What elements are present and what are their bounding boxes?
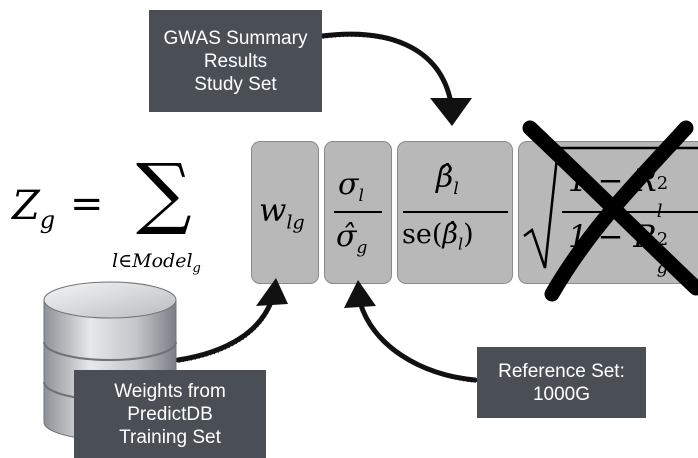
r2-den-sub: g — [656, 257, 669, 278]
sigma-numerator: σl — [338, 167, 364, 206]
weight-term: wlg — [259, 191, 305, 233]
weights-line-2: PredictDB — [127, 403, 213, 425]
weights-line-3: Training Set — [119, 426, 221, 448]
weight-subscript: lg — [286, 211, 305, 234]
reference-line-2: 1000G — [532, 383, 591, 405]
sum-index: l∈Modelg — [112, 250, 201, 276]
beta-numerator: β̂l — [436, 160, 459, 199]
reference-callout: Reference Set: 1000G — [477, 347, 646, 418]
sqrt-sign — [523, 146, 698, 269]
weights-callout: Weights from PredictDB Training Set — [74, 370, 266, 458]
beta-den-sub: l — [457, 234, 464, 254]
sigma-den-var: σ̂ — [336, 219, 357, 254]
arrow-reference-to-sigma — [344, 280, 478, 383]
weights-line-1: Weights from — [114, 380, 226, 402]
weight-term-box — [251, 141, 319, 284]
beta-den-prefix: se( — [402, 219, 443, 250]
gwas-line-1: GWAS Summary — [163, 27, 308, 49]
reference-line-1: Reference Set: — [498, 360, 625, 382]
sigma-num-sub: l — [358, 186, 364, 206]
sum-index-subscript: g — [192, 260, 201, 276]
r2-den-sup: 2 — [656, 229, 669, 250]
r2-num-sup: 2 — [656, 173, 669, 194]
sigma-denominator: σ̂g — [336, 219, 367, 258]
gwas-callout: GWAS Summary Results Study Set — [149, 10, 322, 112]
beta-den-suffix: ) — [463, 219, 474, 250]
beta-denominator: se(β̂l) — [402, 219, 474, 253]
cross-out-mark — [522, 120, 698, 302]
arrow-weights-to-w — [175, 278, 288, 363]
beta-num-sub: l — [453, 179, 459, 199]
sum-symbol: ∑ — [136, 148, 192, 238]
sigma-num-var: σ — [338, 167, 359, 202]
sum-index-label: l∈Model — [112, 250, 193, 272]
gwas-line-2: Results — [203, 50, 268, 72]
beta-num-var: β̂ — [436, 160, 454, 195]
z-subscript: g — [39, 206, 56, 234]
beta-den-var: β̂ — [442, 219, 458, 250]
equals-sign: = — [70, 181, 104, 227]
formula-lhs: Zg — [12, 183, 55, 234]
weight-var: w — [259, 191, 287, 229]
z-variable: Z — [12, 183, 40, 229]
gwas-line-3: Study Set — [194, 73, 277, 95]
sigma-den-sub: g — [356, 238, 368, 258]
arrow-gwas-to-beta — [319, 31, 472, 126]
